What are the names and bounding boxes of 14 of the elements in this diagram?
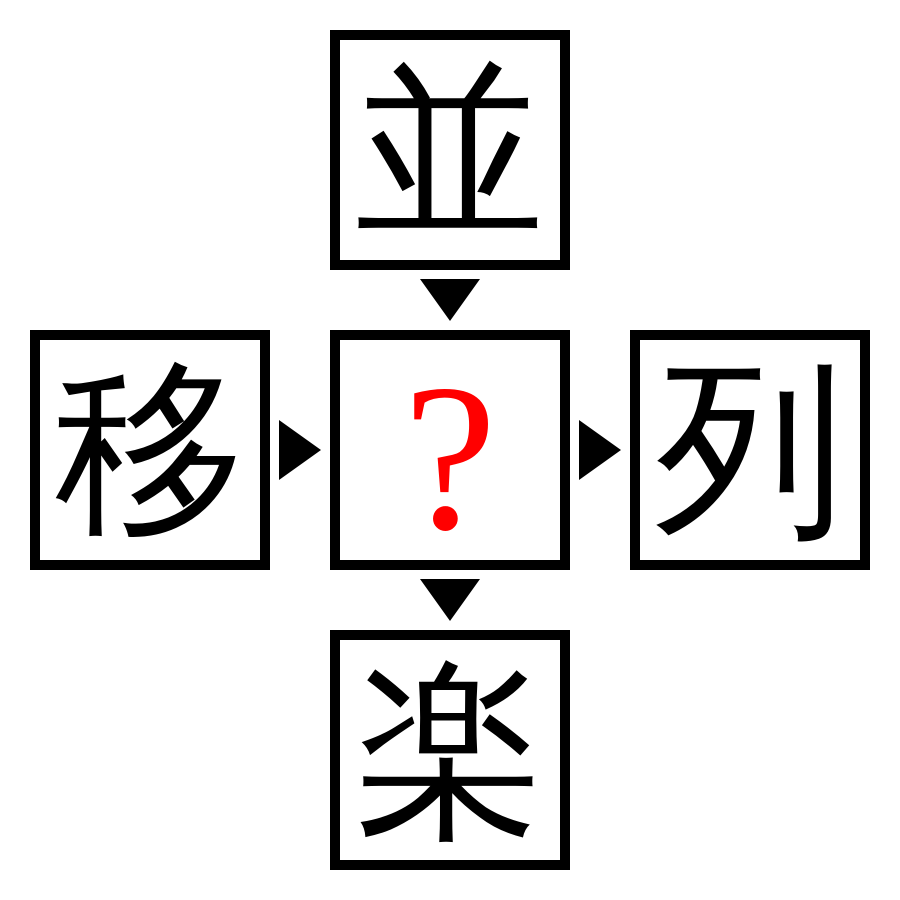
arrow [420,579,480,621]
kanji-character: 移 [55,355,245,545]
arrow [279,420,321,480]
kanji-box [630,330,870,570]
kanji-character: 列 [655,355,845,545]
kanji-box [30,330,270,570]
kanji-character: 楽 [355,655,545,845]
kanji-character: 並 [355,55,545,245]
kanji-box [330,30,570,270]
arrow [579,420,621,480]
kanji-box [330,630,570,870]
question-box [330,330,570,570]
question-mark: ? [403,353,497,563]
arrow [420,279,480,321]
